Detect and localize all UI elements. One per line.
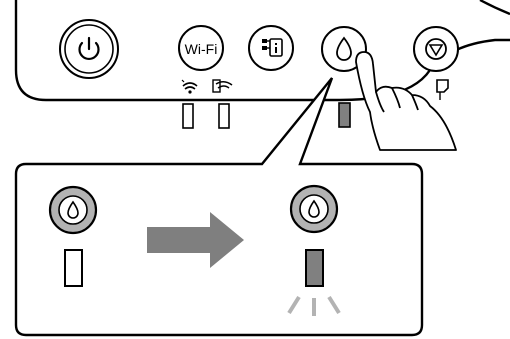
wifi-signal-icon (182, 80, 197, 94)
wifi-direct-icon (213, 80, 232, 92)
ink-light (339, 103, 350, 127)
before-ink-button (50, 187, 96, 233)
stop-button[interactable] (414, 27, 458, 71)
network-status-button[interactable] (249, 26, 293, 70)
wifi-light (183, 104, 193, 128)
paper-icon (437, 80, 448, 92)
control-panel-top-edge (480, 0, 510, 14)
wifi-label: Wi-Fi (185, 41, 218, 57)
wifi-direct-light (219, 104, 229, 128)
after-ink-button (291, 186, 337, 232)
wifi-button[interactable]: Wi-Fi (179, 26, 223, 70)
before-ink-light (65, 250, 82, 286)
power-button[interactable] (60, 20, 118, 78)
after-ink-light (306, 250, 323, 286)
